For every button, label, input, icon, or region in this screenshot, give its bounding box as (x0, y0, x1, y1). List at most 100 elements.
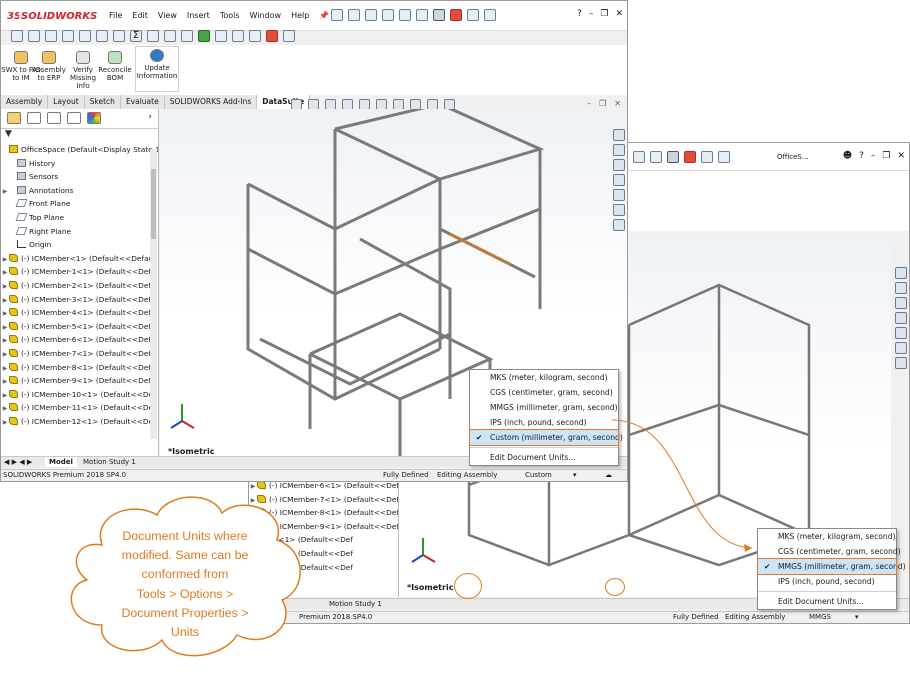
file-properties-icon[interactable] (701, 151, 713, 163)
undo-icon[interactable] (650, 151, 662, 163)
design-library-icon[interactable] (895, 297, 907, 309)
rebuild-icon[interactable] (684, 151, 696, 163)
tree-item[interactable]: ▶(-) ICMember-10<1> (Default<<Def (2, 389, 156, 399)
status-units-button[interactable]: Custom (525, 471, 552, 479)
eraser-icon[interactable] (249, 30, 261, 42)
show-hidden-icon[interactable] (113, 30, 125, 42)
component-icon[interactable] (28, 30, 40, 42)
status-units-button[interactable]: MMGS (809, 613, 831, 621)
user-icon[interactable] (484, 9, 496, 21)
units-option-cgs[interactable]: CGS (centimeter, gram, second) (490, 388, 613, 397)
close-icon[interactable]: ✕ (897, 151, 905, 161)
appearances-icon[interactable] (613, 189, 625, 201)
tab-motion-study[interactable]: Motion Study 1 (83, 458, 136, 466)
explode-icon[interactable] (62, 30, 74, 42)
units-option-mks[interactable]: MKS (meter, kilogram, second) (490, 373, 608, 382)
print-icon[interactable] (633, 151, 645, 163)
tree-item[interactable]: ▶(-) ICMember-12<1> (Default<<Def (2, 416, 156, 426)
menu-window[interactable]: Window (249, 11, 282, 20)
edit-document-units-link[interactable]: Edit Document Units... (490, 453, 576, 462)
select-icon[interactable] (667, 151, 679, 163)
filter-icon[interactable]: ▼ (5, 129, 12, 139)
tree-item[interactable]: ▶(-) ICMember-7<1> (Default<<Defa (250, 494, 398, 504)
undo-icon[interactable] (416, 9, 428, 21)
tree-root[interactable]: OfficeSpace (Default<Display State-1>) (1, 143, 158, 157)
tab-scroll-arrows[interactable]: ◀ ▶ ◀ ▶ (4, 458, 33, 466)
sum-icon[interactable]: Σ (130, 30, 142, 42)
tab-layout[interactable]: Layout (48, 95, 85, 109)
appearances-icon[interactable] (895, 327, 907, 339)
home-icon[interactable] (613, 129, 625, 141)
pin-icon[interactable]: 📌 (319, 11, 330, 20)
move-component-icon[interactable] (96, 30, 108, 42)
file-properties-icon[interactable] (467, 9, 479, 21)
reconcile-bom-button[interactable]: Reconcile BOM (95, 49, 135, 82)
menu-tools[interactable]: Tools (219, 11, 240, 20)
pattern-icon[interactable] (79, 30, 91, 42)
forum-icon[interactable] (613, 219, 625, 231)
forum-icon[interactable] (895, 357, 907, 369)
menu-insert[interactable]: Insert (186, 11, 210, 20)
units-option-cgs[interactable]: CGS (centimeter, gram, second) (778, 547, 901, 556)
file-explorer-icon[interactable] (895, 312, 907, 324)
design-library-icon[interactable] (613, 159, 625, 171)
custom-properties-icon[interactable] (613, 204, 625, 216)
help-icon[interactable]: ? (859, 151, 864, 161)
tree-item[interactable]: ▶(-) ICMember-4<1> (Default<<Defa (2, 308, 156, 318)
chevron-right-icon[interactable]: › (148, 112, 152, 122)
assembly-to-erp-button[interactable]: Assembly to ERP (29, 49, 69, 82)
viewport-close-icon[interactable]: ✕ (614, 99, 621, 108)
units-option-mmgs[interactable]: ✔MMGS (millimeter, gram, second) (757, 558, 906, 575)
close-icon[interactable]: ✕ (615, 9, 623, 19)
update-information-button[interactable]: Update Information (135, 46, 179, 92)
dimxpert-icon[interactable] (67, 112, 81, 124)
viewport-minimize-icon[interactable]: – (587, 99, 592, 108)
custom-properties-icon[interactable] (895, 342, 907, 354)
menu-help[interactable]: Help (291, 11, 310, 20)
envelope-icon[interactable] (232, 30, 244, 42)
tab-evaluate[interactable]: Evaluate (120, 95, 165, 109)
save-icon[interactable] (382, 9, 394, 21)
units-dropdown-icon[interactable]: ▾ (573, 471, 577, 479)
restore-icon[interactable]: ❐ (600, 9, 609, 19)
settings-icon[interactable] (181, 30, 193, 42)
tree-item[interactable]: ▶(-) ICMember-3<1> (Default<<Defa (2, 294, 156, 304)
link-icon[interactable] (164, 30, 176, 42)
gear-icon[interactable] (283, 30, 295, 42)
tree-item-right-plane[interactable]: Right Plane (1, 225, 158, 239)
tree-item-origin[interactable]: Origin (1, 238, 158, 252)
menu-view[interactable]: View (157, 11, 177, 20)
property-manager-icon[interactable] (27, 112, 41, 124)
tab-motion-study-2[interactable]: Motion Study 1 (329, 600, 382, 608)
units-option-mmgs[interactable]: MMGS (millimeter, gram, second) (490, 403, 618, 412)
restore-icon[interactable]: ❐ (882, 151, 891, 161)
viewport-restore-icon[interactable]: ❐ (599, 99, 607, 108)
tree-item[interactable]: ▶(-) ICMember<1> (Default<<Defaul (2, 253, 156, 263)
edit-document-units-link[interactable]: Edit Document Units... (778, 597, 864, 606)
tree-item-annotations[interactable]: ▶Annotations (2, 185, 74, 195)
tree-item[interactable]: ▶(-) ICMember-5<1> (Default<<Defa (2, 321, 156, 331)
configuration-manager-icon[interactable] (47, 112, 61, 124)
tree-scrollbar[interactable] (150, 149, 157, 439)
home-icon[interactable] (331, 9, 343, 21)
tab-model[interactable]: Model (45, 457, 77, 467)
file-explorer-icon[interactable] (613, 174, 625, 186)
swx-to-pio-button[interactable]: SWX to PIO to IM (1, 49, 41, 82)
tree-item-sensors[interactable]: Sensors (1, 170, 158, 184)
stop-icon[interactable] (266, 30, 278, 42)
units-option-mks[interactable]: MKS (meter, kilogram, second) (778, 532, 896, 541)
tree-item[interactable]: ▶(-) ICMember-1<1> (Default<<Defa (2, 267, 156, 277)
tab-solidworks-addins[interactable]: SOLIDWORKS Add-Ins (164, 95, 258, 109)
units-option-ips[interactable]: IPS (inch, pound, second) (778, 577, 875, 586)
tree-item-history[interactable]: History (1, 157, 158, 171)
tree-item[interactable]: ▶(-) ICMember-2<1> (Default<<Defa (2, 280, 156, 290)
user-icon[interactable]: ☻ (842, 151, 853, 161)
resources-icon[interactable] (895, 282, 907, 294)
menu-edit[interactable]: Edit (132, 11, 148, 20)
rebuild-status-icon[interactable]: ☁ (605, 471, 612, 479)
bom-icon[interactable] (198, 30, 210, 42)
units-dropdown-icon[interactable]: ▾ (855, 613, 859, 621)
select-icon[interactable] (433, 9, 445, 21)
verify-missing-info-button[interactable]: Verify Missing Info (63, 49, 103, 90)
units-option-custom[interactable]: ✔Custom (millimeter, gram, second) (469, 429, 623, 446)
